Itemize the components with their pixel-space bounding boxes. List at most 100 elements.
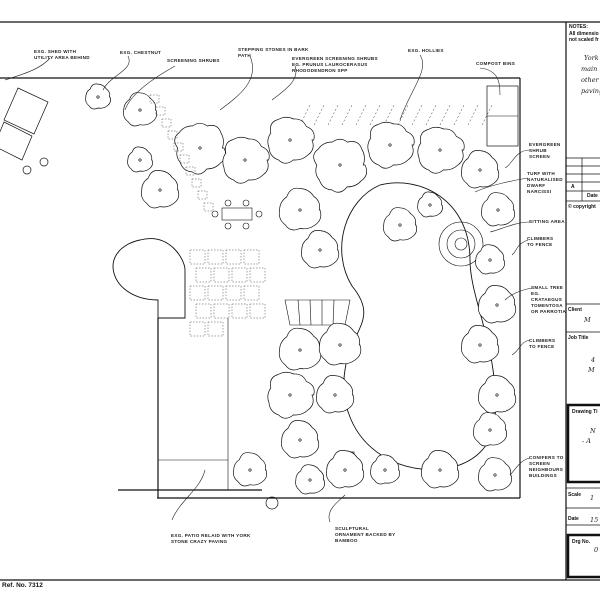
- existing-shed: [0, 87, 49, 175]
- tree-trunk: [248, 468, 252, 472]
- job-title-value: 4: [591, 356, 596, 364]
- label-climbers-2: Climbers to fence: [529, 338, 556, 349]
- tree-trunk: [496, 208, 500, 212]
- tree-trunk: [488, 428, 492, 432]
- tree-trunk: [493, 473, 497, 477]
- client-label: Client: [568, 307, 582, 313]
- tree-trunk: [495, 393, 499, 397]
- label-screening-shrubs: Screening shrubs: [167, 58, 220, 63]
- drawing-number-label: Drg No.: [572, 539, 591, 545]
- label-existing-shed: Exg. shed with utility area behind: [34, 49, 90, 60]
- paving-stone: [213, 303, 230, 319]
- revision-letter: A: [571, 184, 575, 190]
- tree-trunk: [438, 148, 442, 152]
- lower-pot: [265, 496, 279, 510]
- paving-stone: [225, 285, 242, 301]
- date-label: Date: [568, 516, 579, 522]
- scale-value: 1: [590, 494, 595, 502]
- hatch-line: [453, 104, 465, 126]
- paving-stone: [243, 285, 260, 301]
- drawing-title-value: - A: [582, 437, 591, 445]
- paving-stone: [231, 267, 248, 283]
- tree-trunk: [158, 188, 162, 192]
- hatch-line: [355, 104, 367, 126]
- tree-trunk: [138, 158, 142, 162]
- stepping-stone: [197, 190, 208, 200]
- paving-stone: [243, 249, 260, 265]
- hatch-line: [439, 104, 451, 126]
- tree-trunk: [288, 393, 292, 397]
- hatch-line: [425, 104, 437, 126]
- tree-trunk: [383, 468, 387, 472]
- tree-trunk: [333, 393, 337, 397]
- tree-trunk: [318, 248, 322, 252]
- tree-trunk: [495, 303, 499, 307]
- tree-trunk: [138, 108, 142, 112]
- label-climbers-1: Climbers to fence: [527, 236, 554, 247]
- handwritten-note: other: [581, 76, 599, 84]
- tree-trunk: [96, 95, 100, 99]
- revision-date-header: Date: [587, 193, 598, 199]
- stepping-stone: [203, 202, 214, 212]
- tree-trunk: [308, 478, 312, 482]
- stepping-stone: [155, 106, 166, 116]
- paving-stone: [189, 285, 206, 301]
- tree-trunk: [338, 163, 342, 167]
- paving-stone: [207, 285, 224, 301]
- drawing-number-value: 0: [594, 546, 599, 554]
- paving-stone: [249, 303, 266, 319]
- handwritten-note: York: [584, 54, 599, 62]
- steps: [284, 299, 351, 326]
- label-compost-bins: Compost bins: [476, 61, 516, 66]
- patio-table: [211, 199, 263, 230]
- handwritten-note: main: [581, 65, 598, 73]
- paving-stone: [249, 267, 266, 283]
- stepping-stone: [185, 166, 196, 176]
- tree-trunk: [338, 343, 342, 347]
- notes-line-2: not scaled fr: [569, 37, 599, 43]
- scale-label: Scale: [568, 492, 582, 498]
- copyright: © copyright: [568, 204, 596, 210]
- stepping-stone: [179, 154, 190, 164]
- hatch-line: [397, 104, 409, 126]
- reference-number: Ref. No. 7312: [2, 582, 43, 589]
- hatch-line: [341, 104, 353, 126]
- paving-stone: [207, 249, 224, 265]
- tree-trunk: [488, 258, 492, 262]
- tree-trunk: [298, 438, 302, 442]
- handwritten-note: paving: [581, 87, 600, 95]
- tree-trunk: [198, 146, 202, 150]
- paving-stone: [189, 249, 206, 265]
- date-value: 15: [590, 516, 599, 524]
- label-evergreen-shrub-screen: Evergreen shrub screen: [529, 142, 561, 159]
- hatch-line: [327, 104, 339, 126]
- tree-trunk: [478, 343, 482, 347]
- label-conifers: Conifers to screen neighbours buildings: [529, 455, 564, 478]
- tree-trunk: [478, 168, 482, 172]
- stepping-stone: [149, 94, 160, 104]
- label-stepping-stones: Stepping stones in bark path: [238, 47, 309, 58]
- label-turf-narcissi: Turf with naturalised dwarf narcissi: [527, 171, 563, 194]
- label-patio: Exg. patio relaid with York stone crazy …: [171, 533, 251, 544]
- label-existing-hollies: Exg. hollies: [408, 48, 444, 53]
- paving-stone: [213, 267, 230, 283]
- hatch-line: [369, 104, 381, 126]
- tree-trunk: [388, 143, 392, 147]
- label-existing-chestnut: Exg. chestnut: [120, 50, 162, 55]
- paving-stone: [189, 321, 206, 337]
- tree-trunk: [298, 208, 302, 212]
- tree-trunk: [288, 138, 292, 142]
- tree-trunk: [438, 468, 442, 472]
- label-sitting-area: Sitting area: [529, 219, 565, 224]
- notes-heading: NOTES:: [569, 24, 588, 30]
- tree-trunk: [298, 348, 302, 352]
- notes-line-1: All dimensio: [569, 31, 599, 37]
- label-sculptural-ornament: Sculptural ornament backed by bamboo: [335, 526, 396, 543]
- drawing-title-value: N: [590, 427, 596, 435]
- stepping-stone: [161, 118, 172, 128]
- paving-stone: [195, 267, 212, 283]
- stepping-stone: [173, 142, 184, 152]
- paving-stone: [195, 303, 212, 319]
- drawing-title-label: Drawing Ti: [572, 409, 598, 415]
